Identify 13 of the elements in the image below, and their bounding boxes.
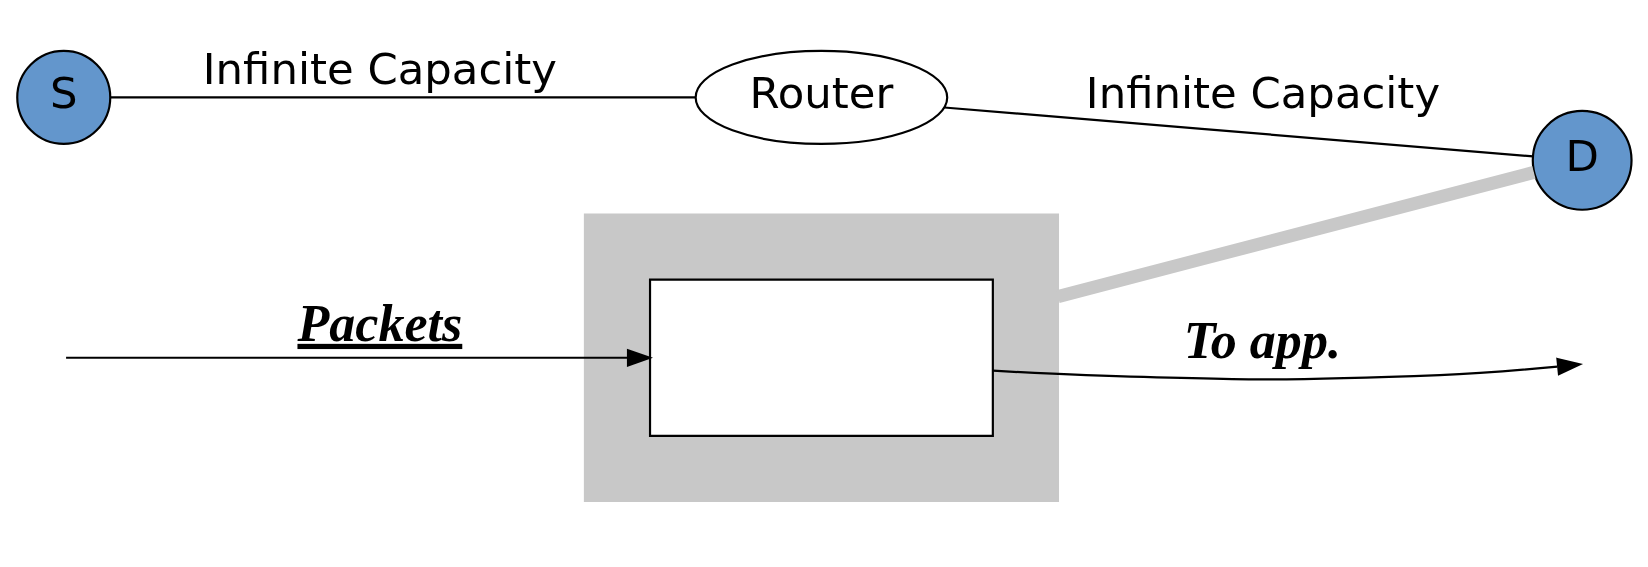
edge-label: Packets: [296, 294, 462, 352]
connector: [109, 95, 695, 98]
node-ellipse: Router: [694, 49, 948, 145]
node-circle: D: [1531, 109, 1633, 211]
edge-label: Infinite Capacity: [1085, 67, 1440, 118]
connector: [943, 105, 1533, 157]
edge-label: Infinite Capacity: [202, 43, 557, 94]
arrow: [992, 357, 1583, 380]
node-circle: S: [15, 49, 111, 145]
edge-label: To app.: [1183, 311, 1341, 369]
arrow: [65, 348, 653, 367]
node-box: [648, 278, 994, 437]
cluster: [583, 213, 1059, 502]
